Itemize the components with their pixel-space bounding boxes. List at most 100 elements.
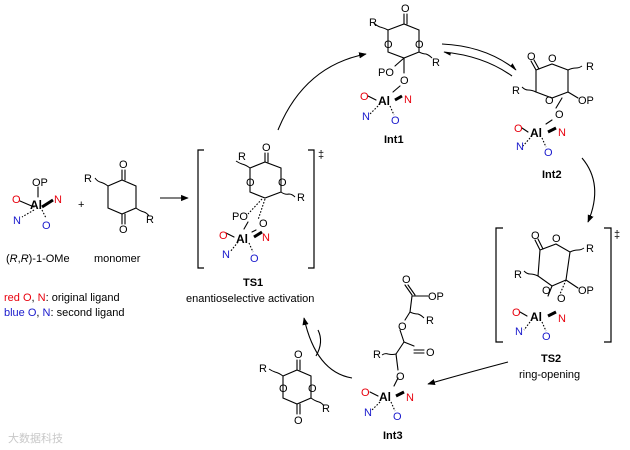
ts2-dagger: ‡ [614,229,620,241]
int1-ring-oxygen: O [384,39,393,51]
ts1-r-group: R [297,192,305,204]
ts2-label: TS2 [541,353,561,365]
int3-blue-oxygen: O [393,411,402,423]
ts1-red-oxygen: O [219,230,228,242]
int3-red-nitrogen: N [406,392,414,404]
int2-ring-oxygen: O [545,95,554,107]
ts1-blue-nitrogen: N [222,249,230,261]
monomer-entry-curve [315,329,322,357]
op-group: OP [32,177,48,189]
ts1-ring-oxygen: O [278,177,287,189]
int3-carbonyl-oxygen: O [426,347,435,359]
legend-blue: blue O, N: second ligand [4,307,125,319]
incoming-monomer-structure: O O R R O O [259,349,330,427]
arrow-to-int1 [277,52,367,131]
carbonyl-oxygen: O [119,159,128,171]
int3-aluminum-center: Al [379,390,391,404]
carbonyl-oxygen: O [119,224,128,236]
int2-red-oxygen: O [514,123,523,135]
ts1-coordinating-oxygen: O [259,218,268,230]
legend-red: red O, N: original ligand [4,292,120,304]
int2-op-group: OP [578,95,594,107]
ts2-op-group: OP [578,285,594,297]
ts2-r-group: R [586,243,594,255]
int2-r-group: R [586,61,594,73]
plus-sign: + [78,199,84,211]
int1-red-nitrogen: N [404,94,412,106]
int1-blue-oxygen: O [391,115,400,127]
ts2-ring-oxygen: O [552,233,561,245]
int2-blue-nitrogen: N [516,141,524,153]
ts1-ring-oxygen: O [246,177,255,189]
red-oxygen: O [12,194,21,206]
int1-red-oxygen: O [360,91,369,103]
ts2-red-nitrogen: N [558,313,566,325]
ts1-carbonyl-oxygen: O [262,142,271,154]
ts2-blue-nitrogen: N [515,326,523,338]
int2-carbonyl-oxygen: O [527,51,536,63]
monomer-ring-oxygen: O [279,383,288,395]
catalyst-label: (R,R)-1-OMe [6,253,70,265]
int1-r-group: R [369,17,377,29]
int1-aluminum-center: Al [378,94,390,108]
ts1-red-nitrogen: N [262,232,270,244]
monomer-label: monomer [94,253,141,265]
monomer-carbonyl-oxygen: O [294,349,303,361]
int3-r-group: R [426,315,434,327]
ts1-label: TS1 [243,277,263,289]
int1-blue-nitrogen: N [362,111,370,123]
int2-label: Int2 [542,169,562,181]
r-group: R [84,173,92,185]
int3-label: Int3 [383,430,403,442]
ts1-dagger: ‡ [318,149,324,161]
ts1-structure: ‡ O R R O O PO O Al O N N O [197,142,324,269]
int3-op-group: OP [428,291,444,303]
ts1-aluminum-center: Al [236,232,248,246]
int3-alkoxide-oxygen: O [396,371,405,383]
r-group: R [146,214,154,226]
int3-ester-oxygen: O [398,321,407,333]
int1-structure: O R R O O PO O Al O N N O [360,3,440,127]
int3-carbonyl-oxygen: O [402,274,411,286]
int1-po-group: PO [378,67,394,79]
ts2-aluminum-center: Al [530,310,542,324]
int2-bridging-oxygen: O [555,109,564,121]
monomer-r-group: R [322,403,330,415]
blue-oxygen: O [42,220,51,232]
int2-structure: O R R O O OP O Al O N N O [512,51,594,159]
arrow-int2-to-int1 [443,51,513,77]
arrow-to-int3 [427,361,509,386]
monomer-r-group: R [259,363,267,375]
ts1-po-group: PO [232,211,248,223]
int2-r-group: R [512,85,520,97]
red-nitrogen: N [54,194,62,206]
int1-bridging-oxygen: O [400,75,409,87]
ts1-r-group: R [238,151,246,163]
monomer-ring-oxygen: O [308,383,317,395]
arrow-int1-to-int2 [441,43,517,71]
int3-blue-nitrogen: N [364,407,372,419]
int1-r-group: R [432,57,440,69]
ts2-red-oxygen: O [512,307,521,319]
ts2-r-group: R [514,269,522,281]
int3-red-oxygen: O [361,387,370,399]
arrow-to-ts1-cycle [302,317,353,379]
aluminum-center: Al [30,198,42,212]
ts2-carbonyl-oxygen: O [531,230,540,242]
int2-blue-oxygen: O [544,147,553,159]
int3-structure: O OP R O O R O Al O N N O [361,274,444,423]
watermark: 大数据科技 [8,431,63,445]
ts2-ring-oxygen: O [542,285,551,297]
ts2-bridging-oxygen: O [557,293,566,305]
blue-nitrogen: N [13,215,21,227]
ts2-structure: ‡ O R R O O OP O Al O N N O [495,227,620,343]
monomer-carbonyl-oxygen: O [294,415,303,427]
int2-aluminum-center: Al [530,126,542,140]
monomer-structure: O O R R [84,159,154,236]
int3-r-group: R [373,349,381,361]
int2-ring-oxygen: O [548,53,557,65]
int1-label: Int1 [384,134,404,146]
arrow-to-ts2 [581,157,596,223]
ts1-blue-oxygen: O [250,253,259,265]
